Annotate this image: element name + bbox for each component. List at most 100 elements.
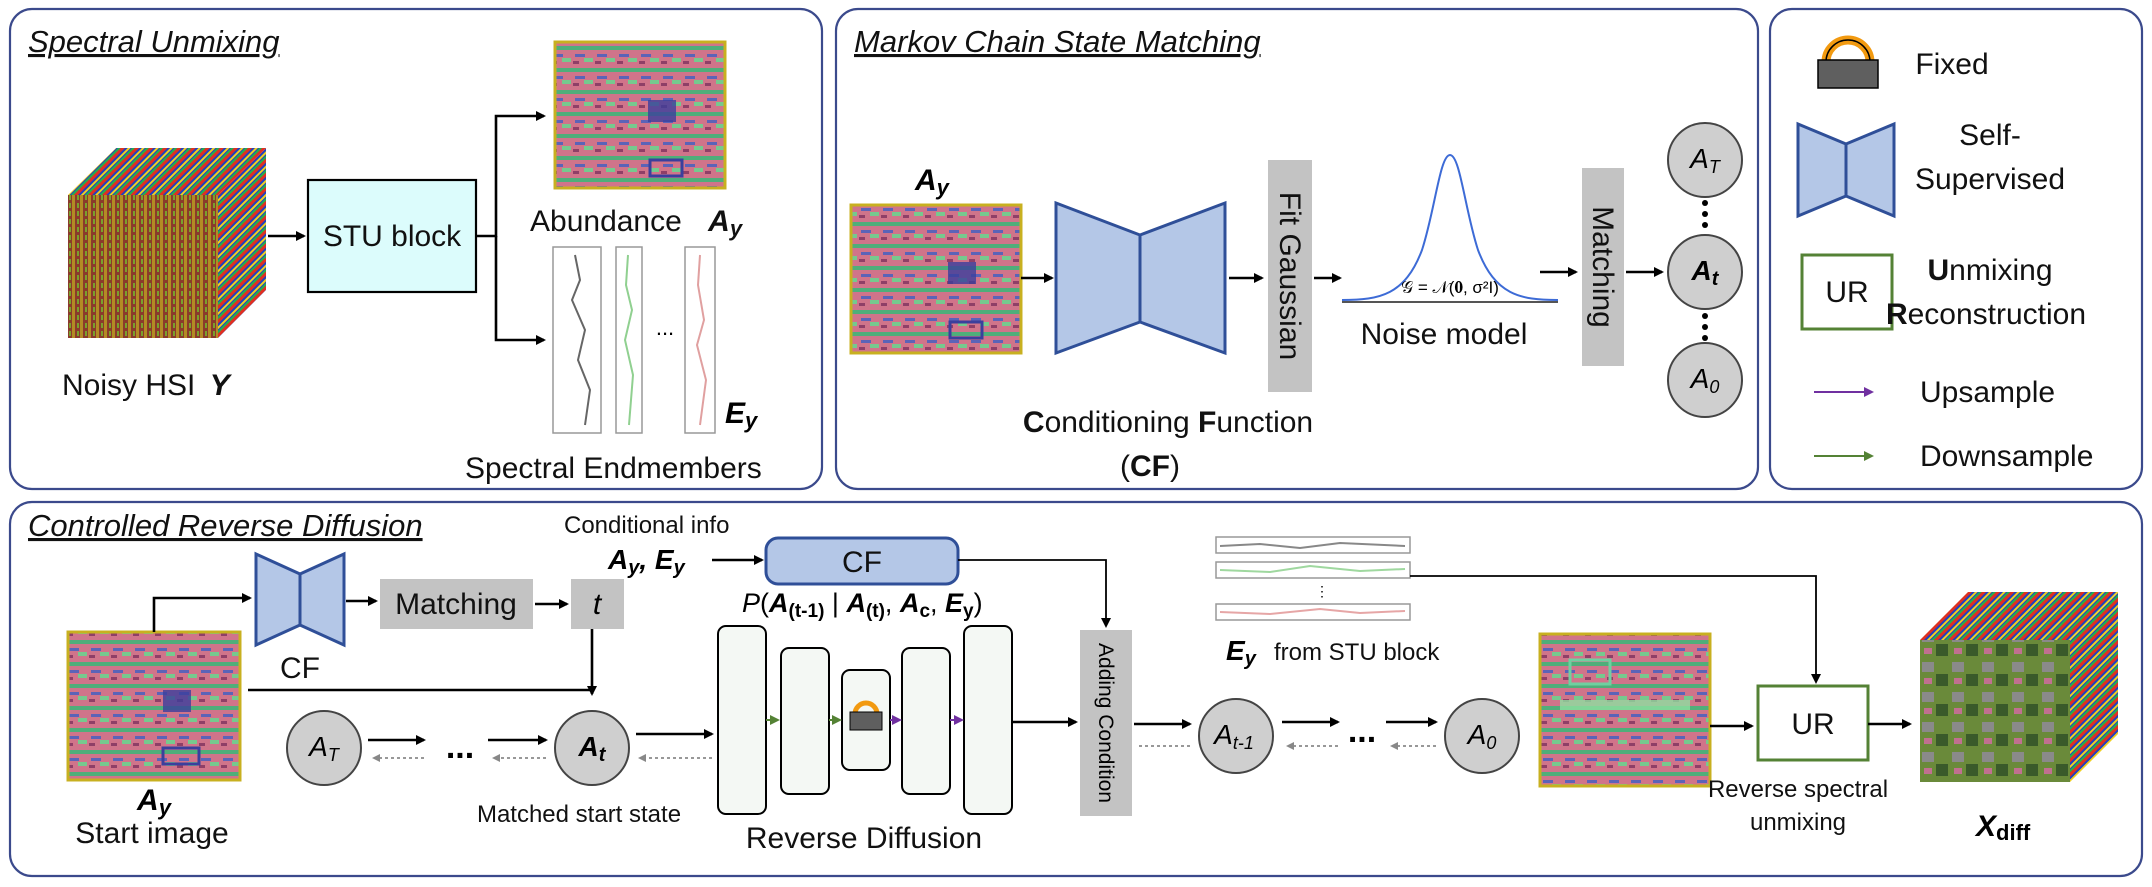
endmember-sub: y — [744, 408, 759, 433]
svg-text:Noisy HSI Y: Noisy HSI Y — [62, 369, 233, 402]
svg-text:Ay: Ay — [914, 164, 951, 200]
ey-symbol: E — [1226, 635, 1246, 666]
svg-text:Ey: Ey — [1226, 635, 1257, 670]
abundance-symbol: A — [707, 205, 730, 238]
reverse-unmixing-line1: Reverse spectral — [1708, 776, 1888, 803]
noise-formula: 𝒢 = 𝒩(𝟎, σ²I) — [1401, 278, 1499, 297]
gaussian-curve — [1341, 153, 1559, 301]
abundance-sub: y — [729, 216, 744, 241]
svg-text:Ay, Ey: Ay, Ey — [607, 544, 686, 579]
reverse-matching-label: Matching — [395, 588, 517, 621]
markov-ay-sub: y — [936, 175, 951, 200]
legend-ur-unmixing: nmixing — [1949, 254, 2052, 287]
markov-state-At — [1667, 234, 1743, 310]
cf-title-f: F — [1198, 406, 1216, 439]
unet-block — [717, 625, 1013, 815]
reverse-state-At — [554, 710, 630, 786]
unet-lock-icon — [852, 700, 880, 715]
legend-fixed: Fixed — [1915, 48, 1988, 81]
noise-model-label: Noise model — [1361, 318, 1528, 351]
xdiff-cube — [1920, 592, 2118, 782]
start-image — [66, 630, 242, 782]
section-title-reverse: Controlled Reverse Diffusion — [28, 508, 423, 543]
spectral-endmembers-label: Spectral Endmembers — [465, 452, 762, 485]
reverse-state-A0-sub: 0 — [1486, 733, 1496, 753]
reverse-matching-box — [380, 579, 533, 629]
t-label: t — [593, 588, 603, 621]
cf-abbrev: CF — [1130, 450, 1170, 483]
noisy-hsi-symbol: Y — [210, 369, 233, 402]
reverse-unmixing-line2: unmixing — [1750, 809, 1846, 836]
legend-ur-box — [1800, 253, 1894, 331]
markov-state-A0 — [1667, 342, 1743, 418]
legend-ur-reconstruction: econstruction — [1908, 298, 2086, 331]
endmember-symbol: E — [725, 397, 746, 430]
svg-text:Xdiff: Xdiff — [1974, 810, 2031, 845]
fit-gaussian-box — [1268, 160, 1312, 392]
panel-legend-border — [1768, 7, 2144, 491]
markov-state-AT — [1667, 122, 1743, 198]
markov-state-A0-sub: 0 — [1709, 377, 1719, 397]
reverse-state-A0 — [1444, 698, 1520, 774]
t-box — [571, 579, 624, 629]
abundance-image — [553, 40, 727, 190]
matched-start-label: Matched start state — [477, 801, 681, 828]
panel-legend: Fixed Self- Supervised UR Unmixing Recon… — [1768, 7, 2144, 491]
svg-text:Unmixing: Unmixing — [1927, 254, 2052, 287]
cf-decoder-shape — [1138, 200, 1227, 356]
panel-markov: Markov Chain State Matching Ay Condition… — [834, 7, 1760, 491]
cf-title-rest2: unction — [1216, 406, 1313, 439]
markov-ay-symbol: A — [914, 164, 937, 197]
reverse-state-At-1 — [1198, 698, 1274, 774]
conditional-info-label: Conditional info — [564, 512, 729, 539]
adding-condition-label: Adding Condition — [1094, 643, 1117, 803]
cf-paren-close: ) — [1170, 450, 1180, 483]
svg-text:⋮: ⋮ — [1315, 583, 1329, 599]
markov-abundance-image — [849, 203, 1023, 355]
section-title-spectral-unmixing: Spectral Unmixing — [28, 24, 280, 59]
svg-text:(CF): (CF) — [1120, 450, 1180, 483]
panel-reverse: Controlled Reverse Diffusion Ay Start im… — [8, 500, 2144, 878]
cf-paren-open: ( — [1120, 450, 1130, 483]
markov-matching-label: Matching — [1586, 206, 1619, 328]
xdiff-symbol: X — [1974, 810, 1998, 843]
section-title-markov: Markov Chain State Matching — [854, 24, 1261, 59]
ey-sub: y — [1244, 648, 1257, 670]
reverse-state-AT-sub: T — [328, 745, 341, 765]
start-image-label: Start image — [75, 817, 228, 850]
cf-box-label: CF — [842, 546, 882, 579]
adding-condition-box — [1080, 630, 1132, 816]
cf-title-c: C — [1023, 406, 1045, 439]
start-sub: y — [158, 795, 173, 820]
ey-from-label: from STU block — [1274, 639, 1440, 666]
legend-self-line2: Supervised — [1915, 163, 2065, 196]
markov-state-AT-sub: T — [1709, 157, 1722, 177]
cf-title-rest1: onditioning — [1045, 406, 1198, 439]
legend-self-line1: Self- — [1959, 119, 2021, 152]
reverse-cf-label: CF — [280, 652, 320, 685]
lock-icon — [1817, 35, 1879, 89]
reverse-ur-label: UR — [1791, 708, 1834, 741]
legend-ur-text: UR — [1825, 276, 1868, 309]
start-symbol: A — [136, 784, 159, 817]
legend-downsample: Downsample — [1920, 440, 2093, 473]
fit-gaussian-label: Fit Gaussian — [1273, 192, 1306, 360]
endmember-plots — [552, 246, 716, 434]
noisy-hsi-cube — [68, 148, 266, 338]
noisy-hsi-label: Noisy HSI — [62, 369, 195, 402]
reverse-diffusion-label: Reverse Diffusion — [746, 822, 982, 855]
legend-ur-u: U — [1927, 254, 1949, 287]
stu-block-label: STU block — [323, 220, 462, 253]
svg-text:Ay: Ay — [136, 784, 173, 820]
ey-strip-plots: ⋮ — [1215, 536, 1411, 621]
reverse-dots-2: ... — [1348, 712, 1376, 750]
reverse-state-AT — [286, 710, 362, 786]
stu-block — [306, 178, 478, 294]
abundance-label: Abundance — [530, 205, 682, 238]
legend-ur-r: R — [1886, 298, 1908, 331]
cf-box — [764, 536, 960, 586]
reverse-state-At-1-sub: t-1 — [1233, 733, 1254, 753]
reverse-state-At-sub: t — [599, 744, 607, 766]
